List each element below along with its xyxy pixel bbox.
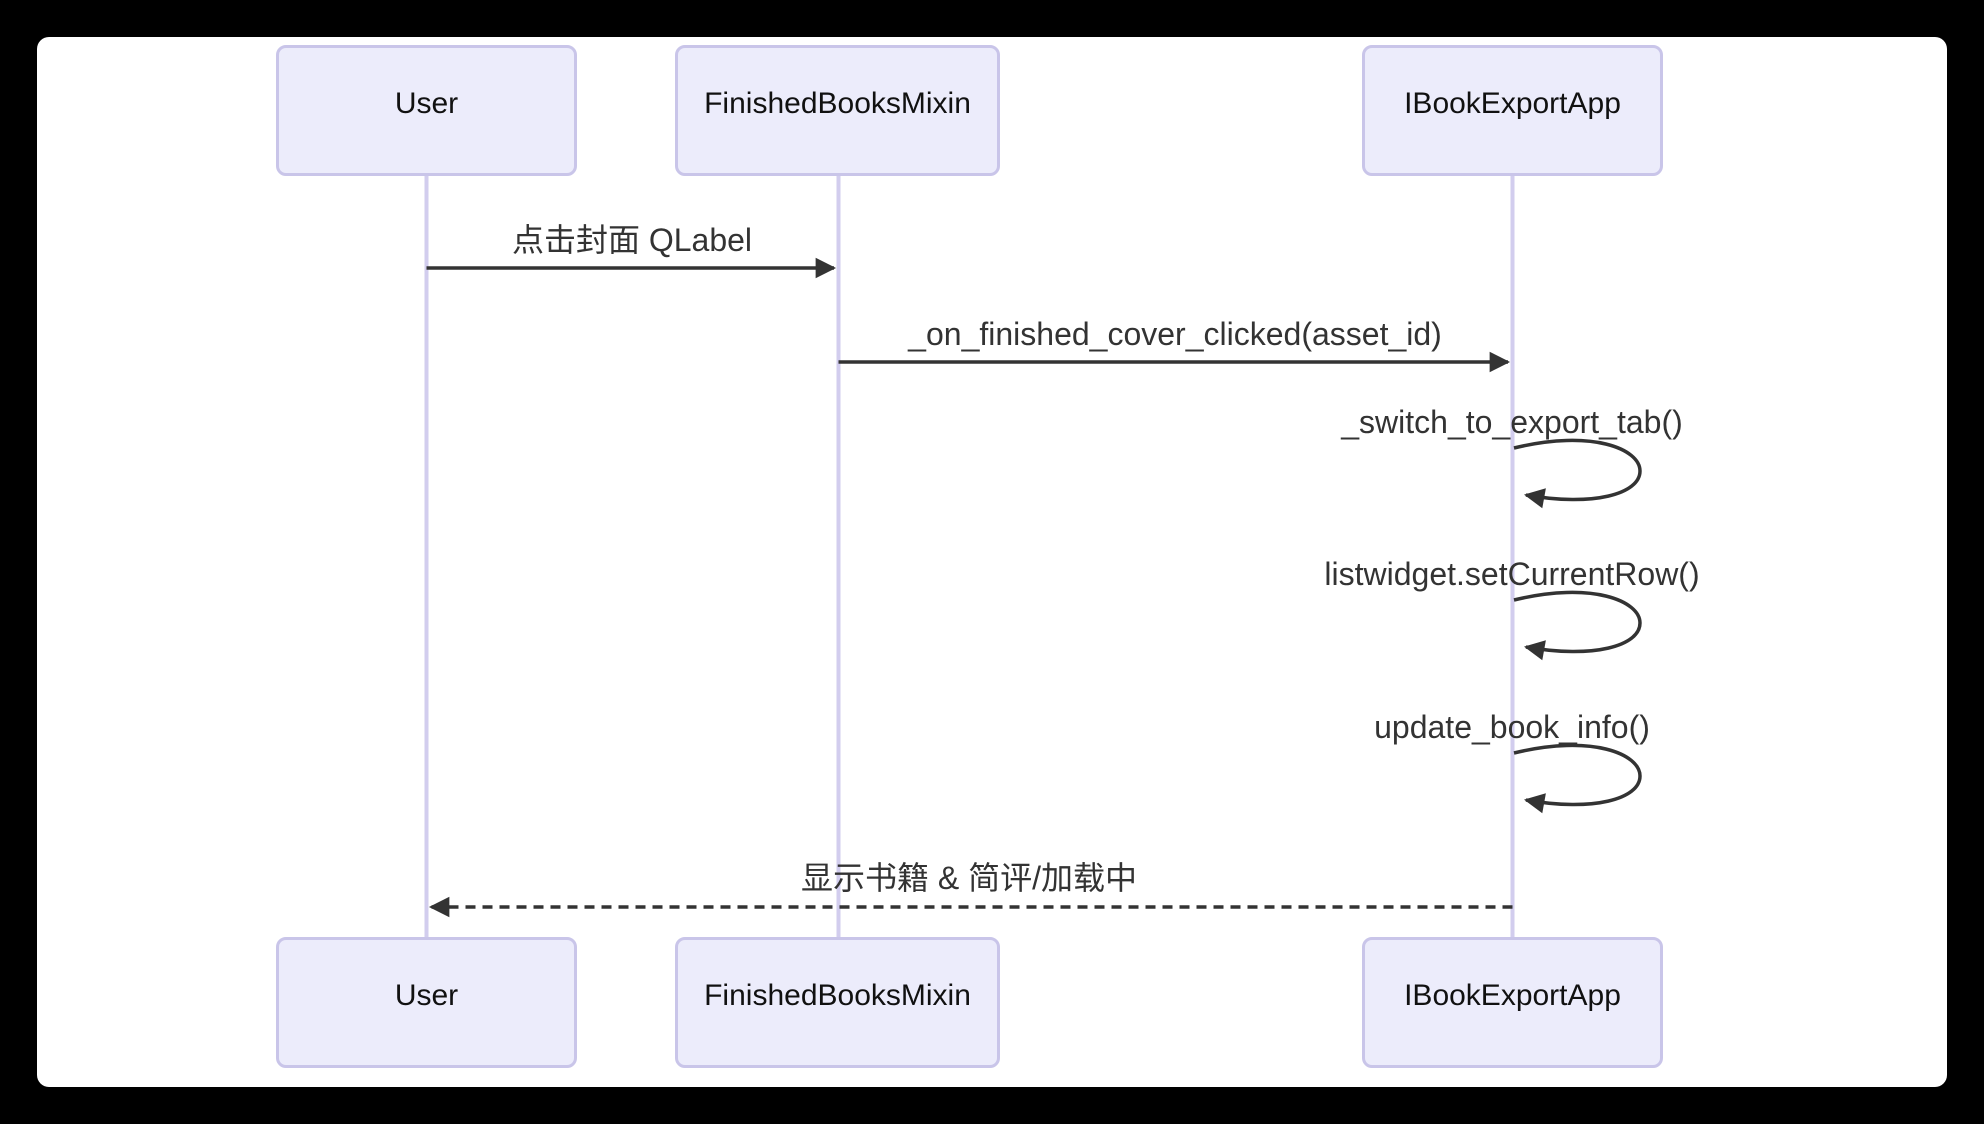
actor-label: User [394, 86, 459, 120]
actor-top-ibook-export-app: IBookExportApp [1362, 45, 1663, 176]
sequence-lines-layer [424, 176, 1642, 937]
message-label-on-finished-cover-clicked: _on_finished_cover_clicked(asset_id) [908, 315, 1442, 352]
actor-label: FinishedBooksMixin [704, 978, 971, 1012]
actor-label: IBookExportApp [1404, 86, 1621, 120]
actor-top-finished-books-mixin: FinishedBooksMixin [675, 45, 1000, 176]
actor-bottom-user: User [276, 937, 577, 1068]
actor-label: IBookExportApp [1404, 978, 1621, 1012]
message-label-click-cover: 点击封面 QLabel [511, 221, 753, 258]
actor-top-user: User [276, 45, 577, 176]
self-loop-update-book-info [1513, 743, 1642, 814]
actor-label: User [394, 978, 459, 1012]
self-loop-set-current-row [1513, 590, 1642, 661]
self-loop-switch-to-export-tab [1513, 438, 1642, 509]
sequence-diagram-canvas: User FinishedBooksMixin IBookExportApp U… [37, 37, 1947, 1087]
message-label-set-current-row: listwidget.setCurrentRow() [1324, 555, 1700, 592]
message-label-show-book-return: 显示书籍 & 简评/加载中 [800, 859, 1138, 896]
actor-bottom-finished-books-mixin: FinishedBooksMixin [675, 937, 1000, 1068]
message-label-switch-to-export-tab: _switch_to_export_tab() [1341, 403, 1683, 440]
actor-bottom-ibook-export-app: IBookExportApp [1362, 937, 1663, 1068]
actor-label: FinishedBooksMixin [704, 86, 971, 120]
message-label-update-book-info: update_book_info() [1374, 708, 1650, 745]
